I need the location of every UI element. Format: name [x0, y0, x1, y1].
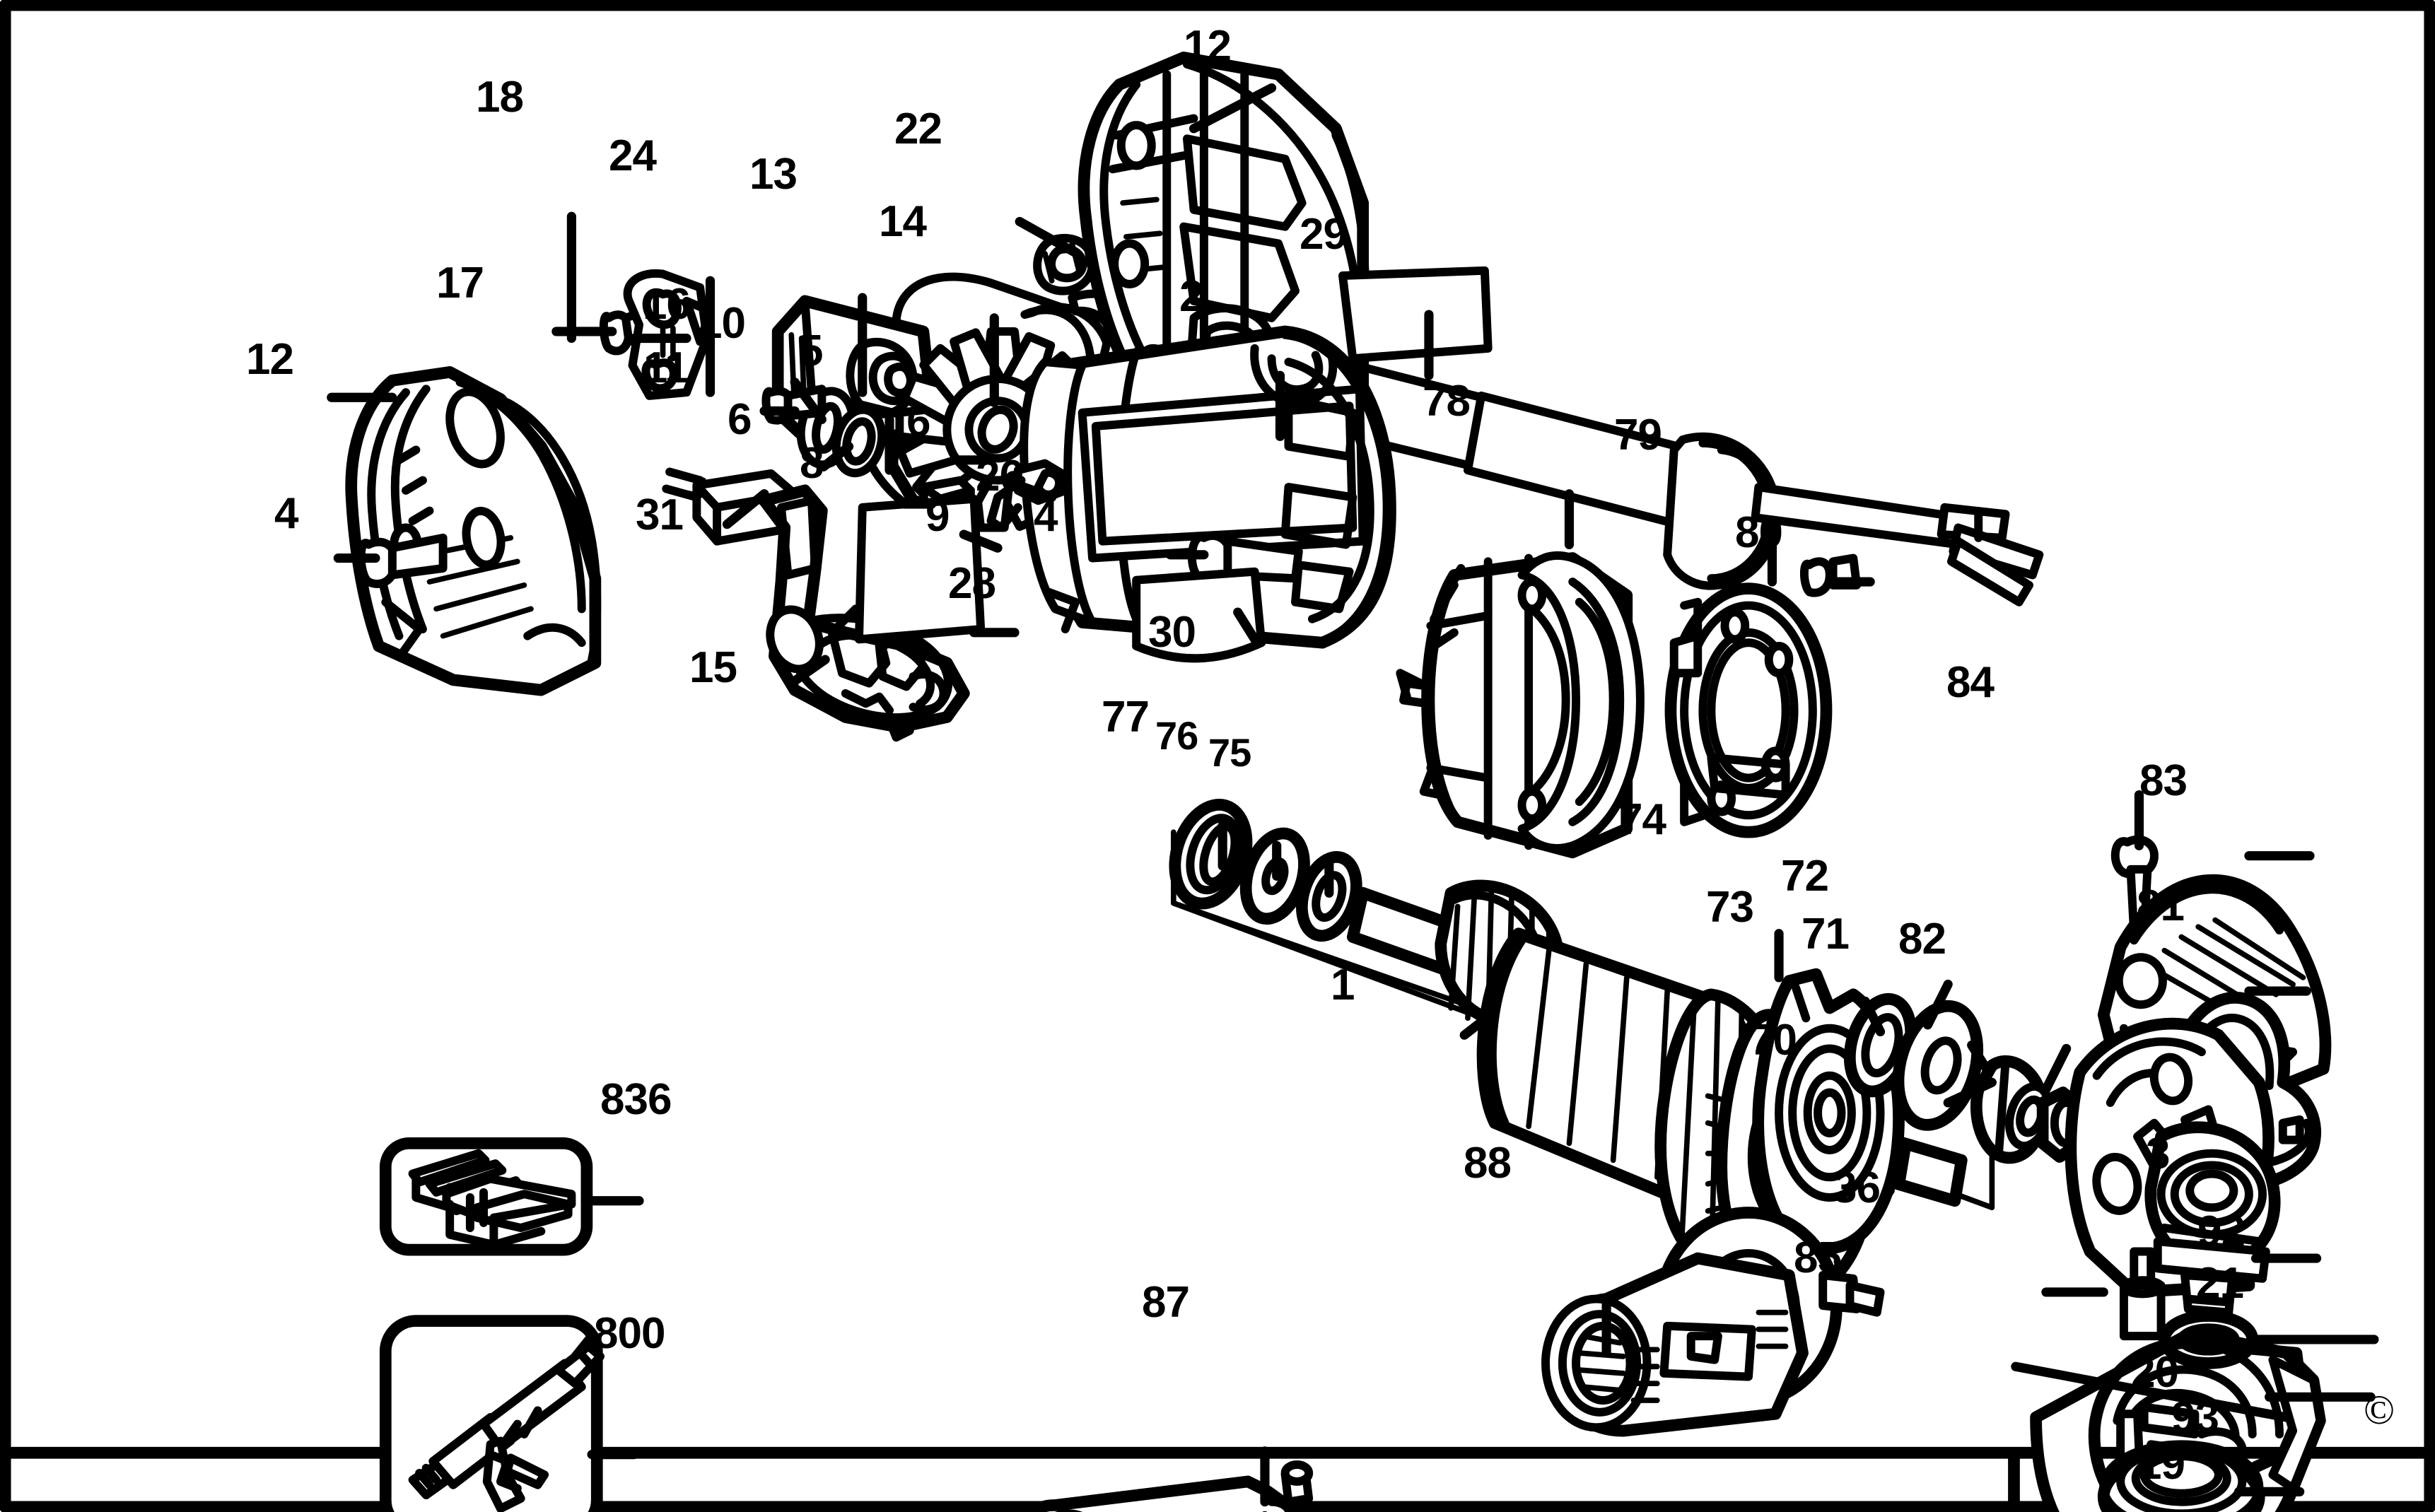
callout-11: 11	[643, 344, 689, 392]
callout-4-left: 4	[274, 489, 298, 538]
callout-73: 73	[1706, 883, 1754, 932]
callout-31: 31	[636, 491, 684, 539]
callout-2: 2	[1179, 272, 1203, 321]
callout-78: 78	[1423, 377, 1471, 426]
part-6-oring-left	[831, 405, 887, 478]
callout-5: 5	[799, 327, 823, 375]
part-29-nameplate	[1338, 266, 1493, 363]
part-2-motor-field-case	[1020, 325, 1396, 649]
part-24-wire-leads	[1751, 483, 2044, 606]
callout-85: 85	[1794, 1233, 1842, 1282]
callout-92: 92	[2197, 1207, 2246, 1256]
part-72-spacer	[1892, 1000, 1984, 1131]
callout-71: 71	[1802, 910, 1850, 959]
callout-74: 74	[1618, 795, 1666, 844]
callout-80: 80	[1735, 508, 1783, 557]
part-3-gear-case	[2065, 1017, 2281, 1317]
part-80-screw	[1800, 553, 1862, 597]
callout-12-left: 12	[246, 335, 294, 384]
callout-26: 26	[976, 452, 1024, 500]
callout-6-right: 6	[906, 397, 930, 446]
callout-84: 84	[1946, 658, 1995, 707]
callout-28: 28	[948, 559, 996, 608]
callout-83: 83	[2139, 756, 2188, 805]
part-4-screw-right	[1187, 531, 1303, 585]
callout-4-right: 4	[1034, 492, 1058, 541]
callout-8: 8	[800, 439, 824, 488]
callout-14: 14	[879, 197, 927, 246]
callout-19: 19	[2137, 1440, 2185, 1489]
callout-36: 36	[1833, 1164, 1881, 1212]
part-836-box	[379, 1137, 593, 1256]
callout-17: 17	[436, 259, 484, 307]
callout-24: 24	[609, 131, 657, 180]
callout-77: 77	[1102, 693, 1150, 742]
part-800-box	[379, 1315, 605, 1512]
callout-22: 22	[894, 105, 942, 153]
callout-87: 87	[1142, 1278, 1190, 1327]
callout-93: 93	[2171, 1393, 2219, 1442]
part-36-pin	[2119, 1247, 2166, 1341]
callout-836: 836	[600, 1075, 672, 1124]
callout-29: 29	[1300, 210, 1348, 259]
callout-13: 13	[749, 150, 798, 199]
callout-21: 21	[2196, 1259, 2244, 1308]
callout-75: 75	[1208, 730, 1251, 775]
part-12-housing-half-left	[345, 366, 602, 696]
callout-81: 81	[2137, 881, 2185, 930]
leader-lines	[327, 83, 2379, 1507]
callout-79: 79	[1614, 411, 1662, 459]
part-78-field-stator	[1396, 551, 1645, 859]
callout-18: 18	[476, 73, 524, 122]
callout-9: 9	[925, 492, 950, 541]
callout-1: 1	[1331, 961, 1355, 1009]
callout-6-left: 6	[728, 395, 752, 444]
part-77-bearing	[1169, 799, 1253, 910]
part-30-label-30	[1132, 567, 1266, 663]
callout-20: 20	[2131, 1348, 2179, 1397]
copyright-mark: ©	[2364, 1387, 2395, 1433]
callout-72: 72	[1781, 852, 1829, 901]
callout-3: 3	[2146, 1130, 2170, 1178]
part-79-end-bell	[1664, 582, 1833, 838]
callout-10: 10	[698, 299, 746, 348]
callout-70: 70	[1749, 1016, 1797, 1065]
callout-88: 88	[1464, 1139, 1512, 1188]
callout-30: 30	[1148, 608, 1196, 657]
callout-16: 16	[643, 280, 691, 329]
callout-15: 15	[689, 643, 737, 692]
callout-800: 800	[594, 1309, 665, 1358]
callout-82: 82	[1898, 915, 1946, 963]
part-87-spanner-wrench	[1027, 1460, 1345, 1512]
part-20-inner-flange	[2097, 1440, 2265, 1512]
part-88-side-handle	[1541, 1207, 1885, 1437]
callout-12-top: 12	[1184, 22, 1232, 71]
callout-76: 76	[1155, 713, 1198, 758]
